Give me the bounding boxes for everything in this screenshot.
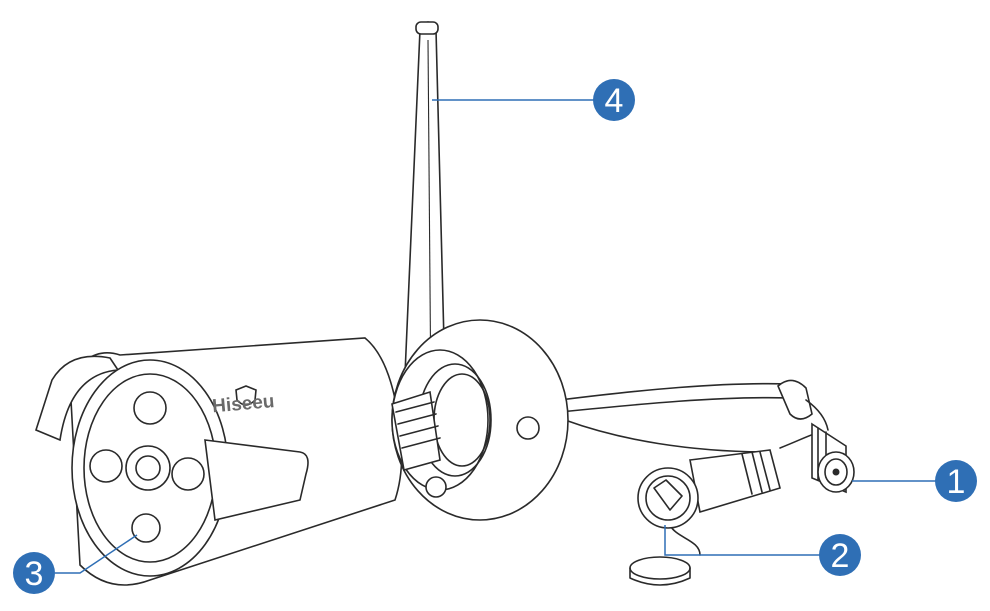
screw-icon <box>516 416 540 440</box>
callout-leaders <box>55 99 936 574</box>
callout-1-label: 1 <box>947 463 966 501</box>
callout-1: 1 <box>935 460 977 502</box>
callout-3: 3 <box>13 552 55 594</box>
ir-led-icon <box>171 457 205 491</box>
power-cable <box>559 379 829 431</box>
ir-led-icon <box>133 391 167 425</box>
camera-body: Hiseeu <box>35 337 403 586</box>
callout-4: 4 <box>593 79 635 121</box>
callout-3-label: 3 <box>25 555 44 593</box>
callout-2: 2 <box>819 534 861 576</box>
callout-2-label: 2 <box>831 537 850 575</box>
network-port-connector <box>629 449 781 586</box>
logo-shield-icon <box>235 385 257 406</box>
mounting-bracket <box>391 319 569 521</box>
dc-power-jack <box>811 422 855 494</box>
ir-led-icon <box>131 513 161 543</box>
callout-4-label: 4 <box>605 82 624 120</box>
screw-icon <box>425 476 447 498</box>
jack-pin-icon <box>832 468 840 476</box>
ir-led-icon <box>89 449 123 483</box>
